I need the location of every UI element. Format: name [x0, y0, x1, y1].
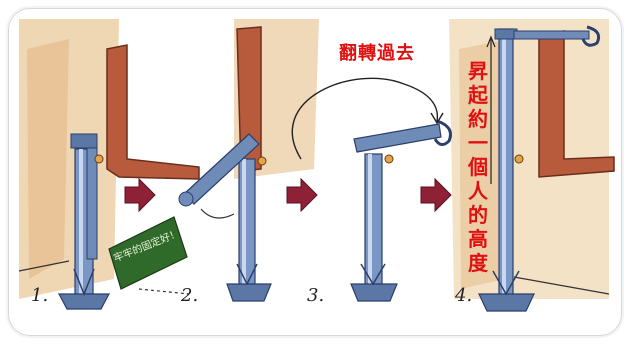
step-number-1: 1.	[31, 285, 49, 306]
stand-step-3	[350, 119, 452, 302]
flip-label: 翻轉過去	[339, 43, 415, 64]
illustration-frame: 牢牢的固定好！ 翻轉過去 昇起約一個人的高度 1. 2. 3. 4.	[8, 8, 622, 336]
note-card	[108, 216, 188, 290]
right-arrow-icon	[124, 177, 156, 213]
curved-arrow-icon	[291, 77, 439, 160]
step-number-2: 2.	[181, 285, 199, 306]
step-number-4: 4.	[455, 285, 473, 306]
right-arrow-icon	[286, 177, 318, 213]
curved-arrow-icon	[200, 208, 235, 219]
stand-step-2	[178, 133, 272, 302]
stand-step-4	[478, 25, 601, 312]
stand-step-1	[58, 133, 110, 310]
floor-lines	[18, 260, 610, 295]
step-number-3: 3.	[307, 285, 325, 306]
illustration-scene	[18, 19, 615, 312]
height-label: 昇起約一個人的高度	[468, 59, 488, 275]
right-arrow-icon	[420, 177, 452, 213]
